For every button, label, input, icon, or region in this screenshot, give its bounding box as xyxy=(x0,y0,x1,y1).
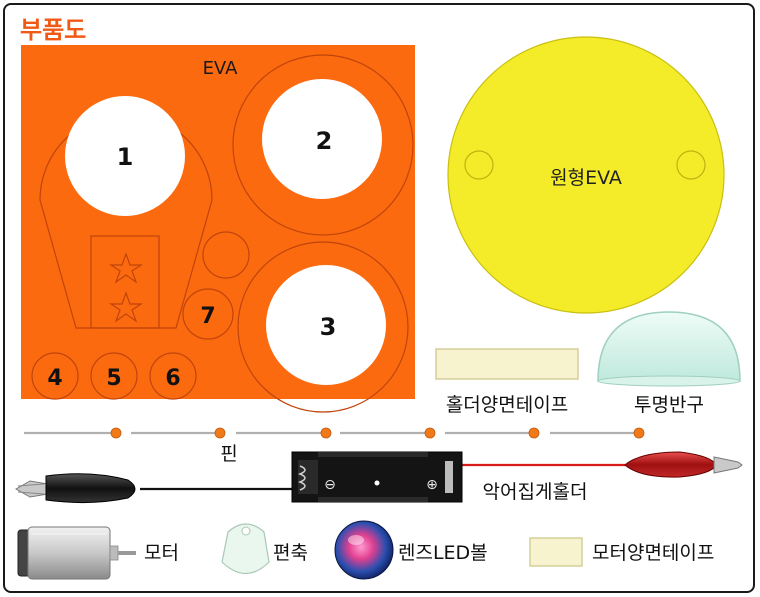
plus-terminal-icon: ⊕ xyxy=(426,477,438,493)
eva-sheet xyxy=(21,45,415,413)
eva-number: 5 xyxy=(106,366,121,391)
eva-number: 3 xyxy=(320,313,337,341)
eva-label: EVA xyxy=(203,58,239,79)
transparent-dome xyxy=(597,311,741,387)
cam-label: 편축 xyxy=(273,542,308,564)
holder-tape-shape xyxy=(435,348,579,380)
minus-terminal-icon: ⊖ xyxy=(324,477,336,493)
motor xyxy=(17,526,136,580)
eva-number: 6 xyxy=(165,366,180,391)
diagram-frame xyxy=(3,3,755,593)
eva-number: 1 xyxy=(117,143,134,171)
eva-number: 2 xyxy=(316,127,333,155)
pin-head xyxy=(214,427,226,439)
red-alligator-clip xyxy=(624,451,743,478)
pin-head xyxy=(320,427,332,439)
round-eva-label: 원형EVA xyxy=(550,167,622,189)
motor-tape-label: 모터양면테이프 xyxy=(592,542,714,564)
holder-tape-label: 홀더양면테이프 xyxy=(446,394,568,416)
motor-label: 모터 xyxy=(144,542,179,564)
eva-number: 4 xyxy=(47,366,62,391)
motor-tape-shape xyxy=(529,537,583,567)
pin-head xyxy=(110,427,122,439)
black-alligator-clip xyxy=(14,473,136,504)
pin-head xyxy=(633,427,645,439)
eva-number: 7 xyxy=(200,304,215,329)
lens-led-ball xyxy=(334,520,394,580)
led-label: 렌즈LED볼 xyxy=(398,542,488,564)
eccentric-cam xyxy=(221,523,270,575)
battery-holder xyxy=(291,451,463,503)
pin-head xyxy=(424,427,436,439)
round-eva xyxy=(447,36,725,314)
pin-head xyxy=(528,427,540,439)
pin-label: 핀 xyxy=(220,443,237,465)
diagram-title: 부품도 xyxy=(20,16,87,44)
battery-holder-label: 악어집게홀더 xyxy=(483,481,588,503)
dome-label: 투명반구 xyxy=(634,394,704,416)
